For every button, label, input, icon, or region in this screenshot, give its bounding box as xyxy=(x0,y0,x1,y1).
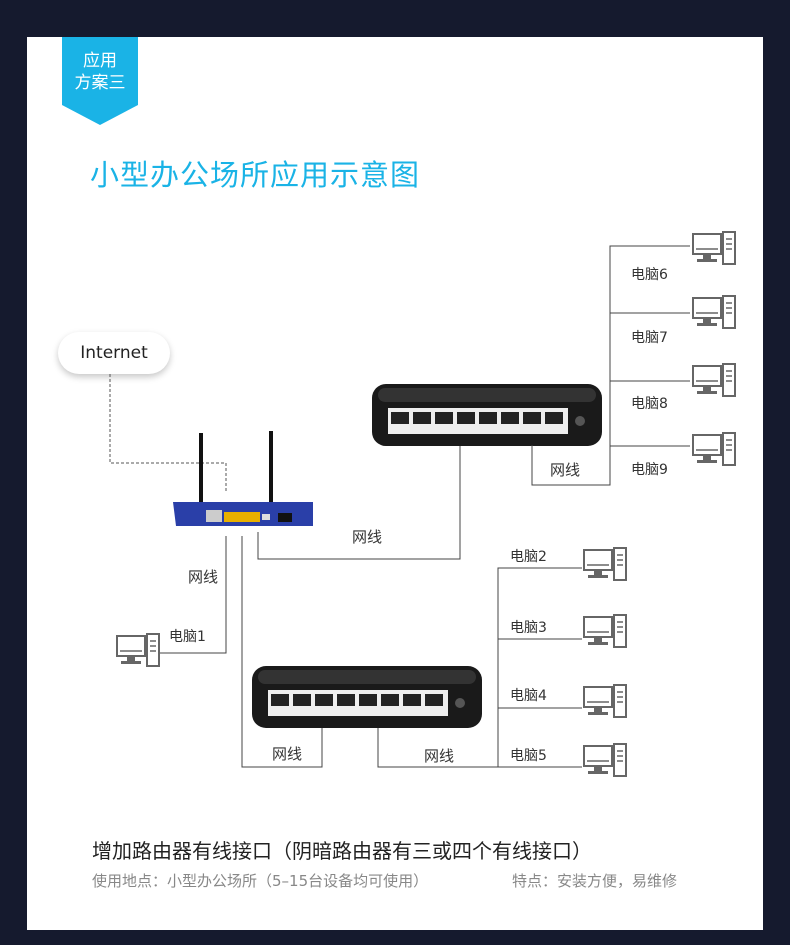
pc9-icon xyxy=(692,432,736,466)
pc2-icon xyxy=(583,547,627,581)
internet-label: Internet xyxy=(80,343,148,363)
pc1-icon xyxy=(116,633,160,667)
pc3-label: 电脑3 xyxy=(510,620,547,636)
pc4-icon xyxy=(583,684,627,718)
badge-ribbon xyxy=(62,37,138,125)
pc8-icon xyxy=(692,363,736,397)
cable-label-lower-switch: 网线 xyxy=(424,747,455,765)
badge-line2: 方案三 xyxy=(74,73,126,93)
router xyxy=(173,431,313,526)
pc7-icon xyxy=(692,295,736,329)
internet-bubble xyxy=(58,332,170,374)
content-panel xyxy=(27,37,763,930)
pc1-label: 电脑1 xyxy=(169,629,206,645)
pc9-label: 电脑9 xyxy=(631,462,668,478)
cable-label-router-pc1: 网线 xyxy=(188,568,219,586)
badge-label: 应用 方案三 xyxy=(62,50,138,94)
cable-label-router-upper: 网线 xyxy=(352,528,383,546)
badge-line1: 应用 xyxy=(83,51,117,71)
pc7-label: 电脑7 xyxy=(631,330,668,346)
pc8-label: 电脑8 xyxy=(631,396,668,412)
pc4-label: 电脑4 xyxy=(510,688,547,704)
caption: 增加路由器有线接口（阴暗路由器有三或四个有线接口） xyxy=(92,839,592,863)
pc6-icon xyxy=(692,231,736,265)
usage-note: 使用地点：小型办公场所（5–15台设备均可使用） xyxy=(92,872,429,890)
upper-switch xyxy=(372,384,602,446)
lower-switch xyxy=(252,666,482,728)
cable-label-router-lower: 网线 xyxy=(272,745,303,763)
pc5-icon xyxy=(583,743,627,777)
pc3-icon xyxy=(583,614,627,648)
pc6-label: 电脑6 xyxy=(631,267,668,283)
features-note: 特点：安装方便，易维修 xyxy=(512,872,678,890)
cable-label-upper-switch: 网线 xyxy=(550,461,581,479)
pc5-label: 电脑5 xyxy=(510,748,547,764)
pc2-label: 电脑2 xyxy=(510,549,547,565)
diagram-title: 小型办公场所应用示意图 xyxy=(90,158,421,192)
